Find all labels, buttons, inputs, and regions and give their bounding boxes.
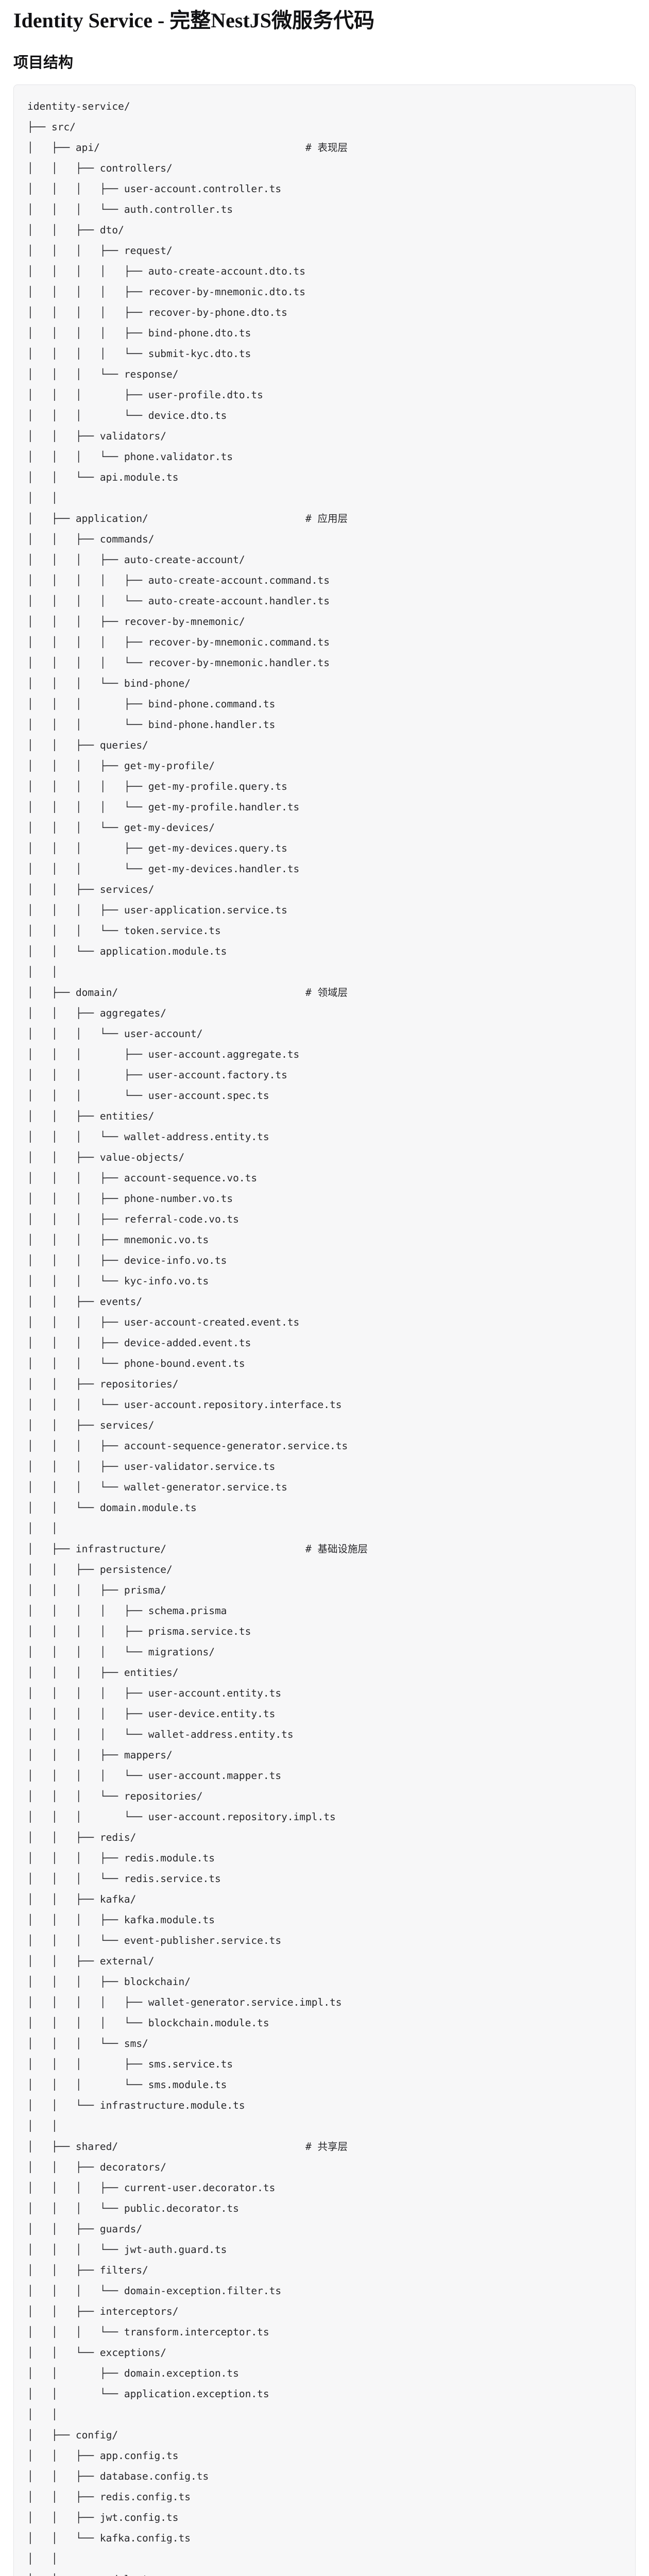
file-tree-code-block: identity-service/ ├── src/ │ ├── api/ # … bbox=[13, 84, 636, 2576]
page-title: Identity Service - 完整NestJS微服务代码 bbox=[13, 9, 375, 32]
section-heading-project-structure: 项目结构 bbox=[13, 55, 74, 71]
